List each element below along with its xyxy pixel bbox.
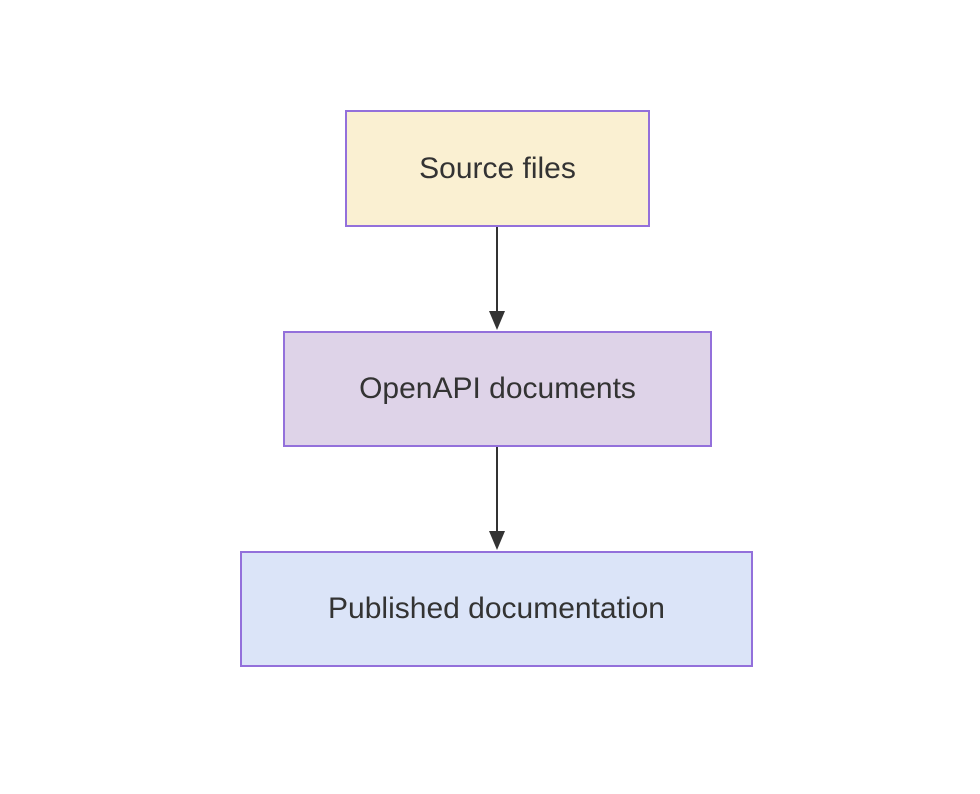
- node-openapi-documents: OpenAPI documents: [283, 331, 712, 447]
- arrowhead-icon: [489, 531, 505, 550]
- node-source-files-label: Source files: [419, 151, 576, 185]
- arrowhead-icon: [489, 311, 505, 330]
- node-published-documentation: Published documentation: [240, 551, 753, 667]
- node-source-files: Source files: [345, 110, 650, 227]
- node-published-documentation-label: Published documentation: [328, 592, 665, 625]
- arrow-source-to-openapi: [489, 227, 505, 330]
- arrow-openapi-to-published: [489, 447, 505, 550]
- node-openapi-documents-label: OpenAPI documents: [359, 372, 636, 405]
